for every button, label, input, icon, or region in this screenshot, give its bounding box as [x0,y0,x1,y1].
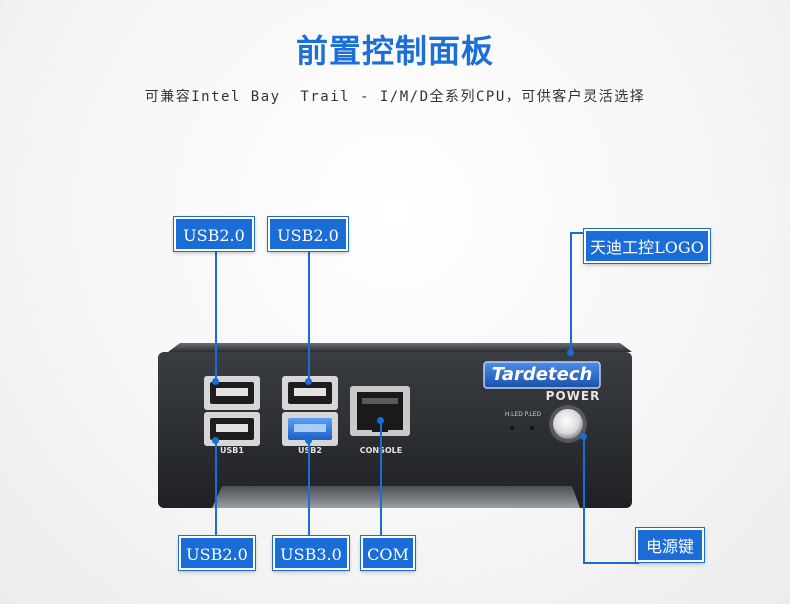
page-subtitle: 可兼容Intel Bay Trail - I/M/D全系列CPU，可供客户灵活选… [144,89,646,105]
device-top-edge [168,343,632,352]
connector-dot-power [580,433,587,440]
connector-line-logo-h [570,232,584,234]
connector-line-usb-top-right [308,250,310,382]
connector-dot-usb-top-right [305,378,312,385]
connector-line-usb3 [308,440,310,538]
connector-dot-com [377,417,384,424]
power-button [553,409,583,439]
connector-line-power [583,436,585,562]
connector-dot-usb-top-left [212,378,219,385]
callout-logo: 天迪工控LOGO [584,229,710,263]
power-label: POWER [545,389,601,403]
connector-dot-usb3 [305,437,312,444]
callout-usb3: USB3.0 [273,536,349,570]
callout-usb2-top-left: USB2.0 [174,217,254,251]
callout-power-key: 电源键 [636,528,704,562]
led-labels: H.LED P.LED [504,411,542,418]
connector-line-usb-bottom-left [215,440,217,538]
connector-line-power-h [583,562,639,564]
power-led [530,426,534,430]
usb1-label: USB1 [220,446,244,455]
callout-usb2-bottom-left: USB2.0 [179,536,255,570]
connector-dot-usb-bottom-left [212,437,219,444]
connector-line-com [380,420,382,538]
brand-logo-text: Tardetech [491,364,593,385]
connector-dot-logo [567,349,574,356]
callout-com: COM [361,536,415,570]
brand-logo-badge [483,361,601,389]
connector-line-logo [570,232,572,352]
hdd-led [510,426,514,430]
console-port [350,386,410,436]
connector-line-usb-top-left [215,250,217,382]
page-title: 前置控制面板 [295,32,494,70]
device-bottom-recess [212,486,580,508]
usb2-ports [282,376,338,446]
usb2-label: USB2 [284,446,336,455]
callout-usb2-top-right: USB2.0 [268,217,348,251]
